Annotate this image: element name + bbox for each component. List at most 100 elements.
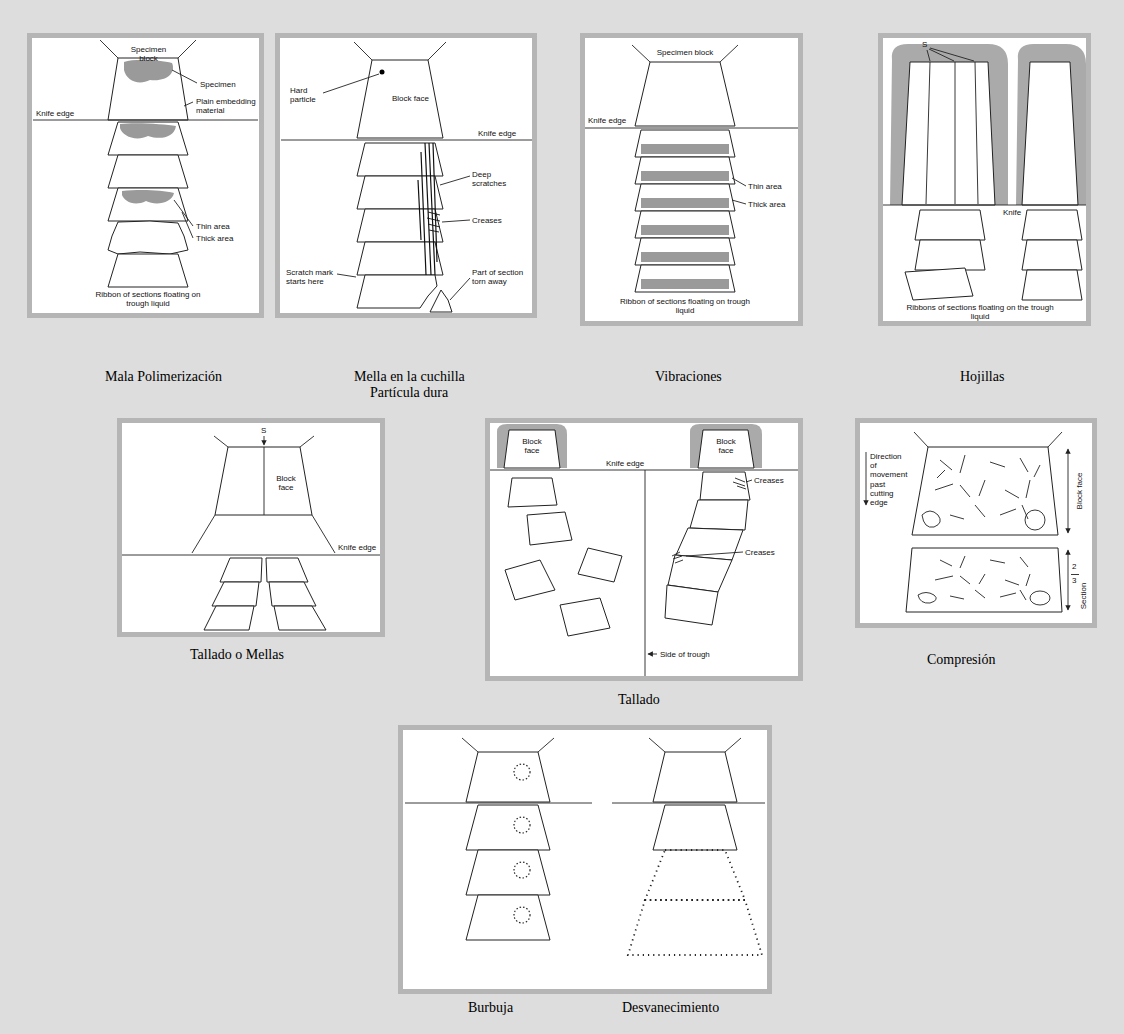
panel-caption: Tallado o Mellas — [190, 647, 284, 663]
poor-polymerisation-figure — [122, 190, 174, 204]
knife-nick-figure — [357, 209, 443, 242]
figure-label: Knife edge — [588, 116, 626, 125]
compression-figure — [935, 556, 1030, 600]
chipped-ribbon-figure — [648, 654, 657, 655]
figure-label: Creases — [754, 476, 784, 485]
bubble-fading-figure — [653, 805, 737, 850]
figure-label: Knife edge — [36, 109, 74, 118]
knife-chip-figure — [274, 606, 326, 630]
chipped-ribbon-figure — [560, 598, 610, 636]
knife-lines-figure — [1022, 62, 1078, 205]
knife-nick-figure — [357, 60, 443, 138]
poor-polymerisation-figure — [108, 122, 188, 155]
vibration-figure — [635, 238, 735, 265]
figure-label: Side of trough — [660, 650, 710, 659]
compression-figure — [922, 511, 940, 527]
chipped-ribbon-figure — [690, 500, 748, 530]
knife-lines-figure — [883, 205, 1086, 206]
figure-label: Section — [1079, 583, 1088, 610]
panel-caption: Hojillas — [960, 369, 1004, 385]
panel-grounds — [27, 33, 264, 318]
vibration-figure — [585, 45, 798, 292]
panel-grounds — [855, 418, 1097, 628]
knife-lines-figure — [905, 268, 973, 300]
poor-polymerisation-figure — [108, 58, 188, 120]
figure-label: Specimen block — [655, 48, 715, 57]
compression-figure — [906, 548, 1062, 612]
vibration-figure — [641, 279, 729, 289]
chipped-ribbon-figure — [508, 478, 557, 507]
panel-grounds — [398, 725, 772, 994]
bubble-fading-figure — [653, 805, 737, 850]
chipped-ribbon-figure — [676, 528, 743, 560]
panel-caption: Compresión — [927, 652, 995, 668]
compression-figure — [1071, 574, 1079, 575]
vibration-figure — [641, 144, 729, 154]
knife-nick-figure — [281, 42, 532, 312]
panel-grounds — [117, 418, 385, 637]
vibration-figure — [641, 225, 729, 235]
panel-caption: Mala Polimerización — [105, 369, 222, 385]
panel-caption: Burbuja — [468, 1000, 513, 1016]
figure-panel: BurbujaDesvanecimiento — [398, 725, 772, 994]
panel-caption: Desvanecimiento — [622, 1000, 719, 1016]
vibration-figure — [641, 198, 729, 208]
knife-chip-figure — [212, 582, 259, 606]
bubble-fading-figure — [645, 850, 745, 900]
knife-lines-figure — [902, 62, 995, 205]
bubble-fading-figure — [466, 850, 550, 895]
figure-label: Block face — [711, 437, 741, 455]
panel-caption: Vibraciones — [655, 369, 722, 385]
panel-grounds — [27, 33, 1097, 994]
compression-figure — [1068, 550, 1069, 610]
chipped-ribbon-figure — [672, 478, 752, 563]
chipped-ribbon-figure — [527, 512, 572, 545]
vibration-figure — [635, 130, 735, 157]
poor-polymerisation-figure — [120, 123, 176, 138]
knife-lines-figure — [926, 62, 978, 204]
bubble-fading-figure — [514, 862, 530, 878]
knife-lines-figure — [890, 44, 1008, 205]
figure-label: Part of section torn away — [472, 268, 527, 286]
figure-label: Direction of movement past cutting edge — [870, 452, 908, 507]
chipped-ribbon-figure — [490, 424, 798, 676]
figure-label: Creases — [745, 548, 775, 557]
vibration-figure — [585, 45, 798, 128]
panel-caption: Mella en la cuchilla — [354, 369, 465, 385]
figure-label: Knife edge — [338, 543, 376, 552]
compression-figure — [1068, 449, 1069, 533]
bubble-fading-figure — [514, 817, 530, 833]
figure-label: Scratch mark starts here — [286, 268, 336, 286]
compression-figure — [1030, 591, 1050, 605]
chipped-ribbon-figure — [690, 424, 762, 468]
bubble-fading-figure — [405, 738, 765, 955]
panel-grounds — [580, 33, 803, 326]
knife-chip-figure — [122, 436, 380, 630]
knife-lines-figure — [1022, 210, 1082, 240]
figure-label: Knife edge — [478, 129, 516, 138]
bubble-fading-figure — [466, 752, 550, 802]
chipped-ribbon-figure — [497, 424, 567, 468]
figure-label: 2 — [1072, 562, 1076, 571]
knife-nick-figure — [281, 42, 532, 140]
compression-figure — [1025, 510, 1045, 530]
figure-label: 3 — [1072, 576, 1076, 585]
knife-lines-figure — [915, 240, 985, 270]
knife-nick-figure — [418, 143, 437, 275]
panel-grounds — [485, 418, 803, 681]
knife-chip-figure — [204, 558, 326, 630]
figure-label: Thin area — [748, 182, 782, 191]
figure-label: Thick area — [748, 200, 785, 209]
figure-label: S — [922, 40, 927, 49]
chipped-ribbon-figure — [504, 430, 560, 468]
figure-label: Ribbon of sections floating on trough li… — [86, 290, 210, 308]
bubble-fading-figure — [514, 764, 530, 923]
figure-label: Thin area — [196, 222, 230, 231]
vibration-figure — [641, 144, 729, 289]
panel-grounds — [878, 33, 1091, 326]
chipped-ribbon-figure — [578, 548, 622, 582]
vibration-figure — [635, 62, 735, 126]
bubble-fading-figure — [514, 907, 530, 923]
knife-lines-figure — [915, 210, 985, 240]
